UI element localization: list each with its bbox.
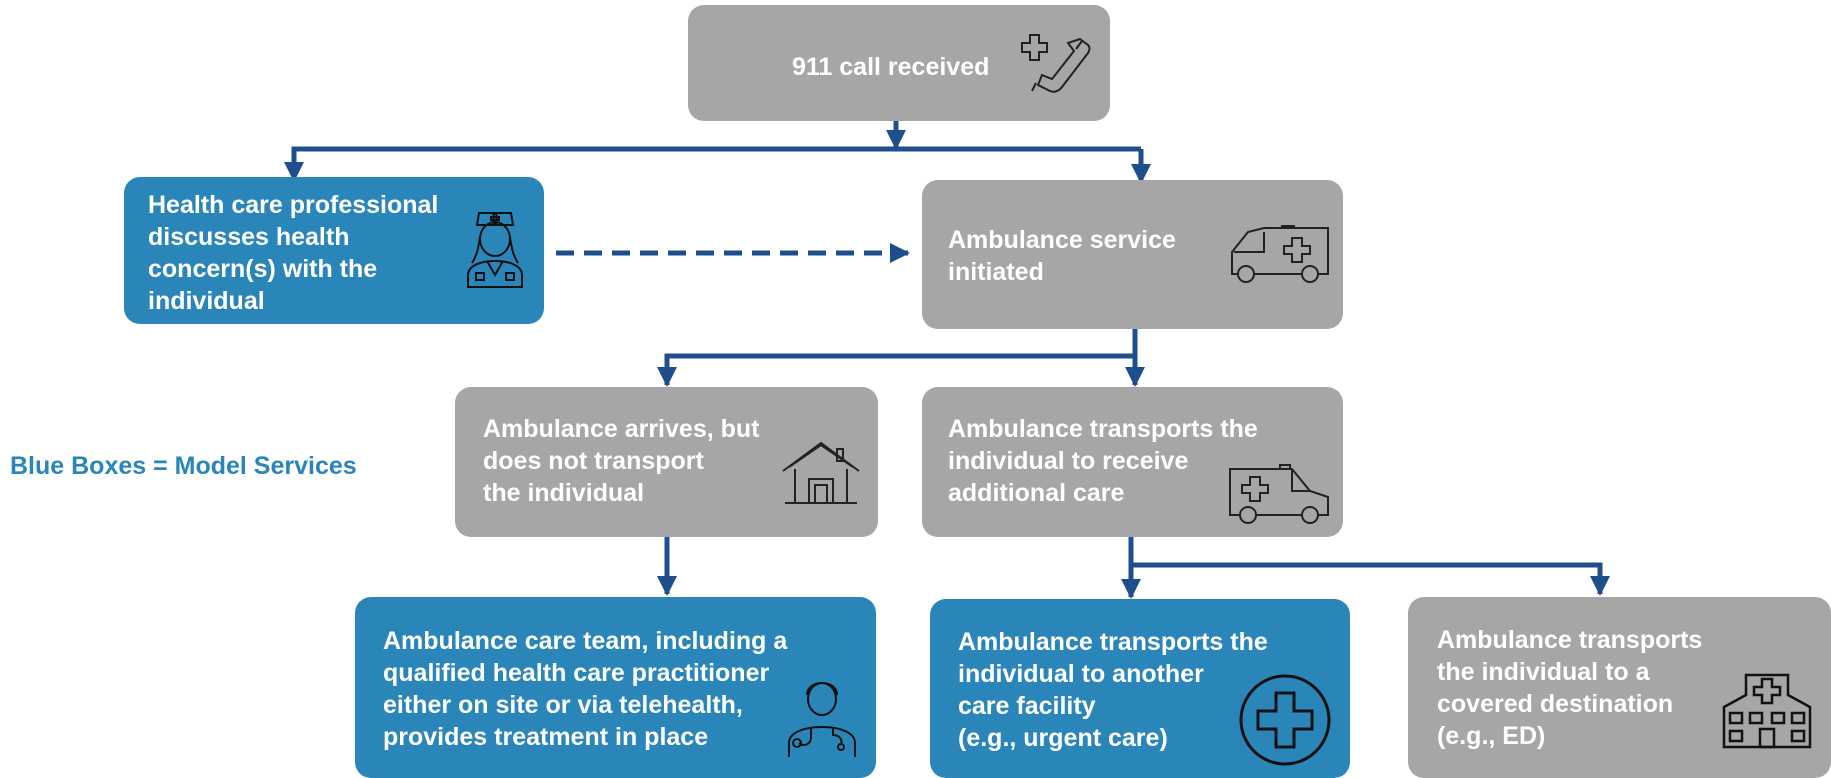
medical-cross-icon — [1238, 673, 1332, 767]
edge-call-to-hcp — [284, 146, 1141, 182]
node-label: Ambulance care team, including a qualifi… — [383, 627, 788, 751]
nurse-icon — [460, 209, 530, 289]
node-health-care-professional: Health care professional discusses healt… — [124, 177, 544, 324]
phone-with-cross-icon — [1018, 31, 1094, 99]
edge-transports-to-covered — [1131, 562, 1610, 596]
node-treatment-in-place: Ambulance care team, including a qualifi… — [355, 597, 876, 778]
node-another-care-facility: Ambulance transports the individual to a… — [930, 599, 1350, 778]
node-ambulance-transports: Ambulance transports the individual to r… — [922, 387, 1343, 537]
ambulance-icon — [1226, 225, 1330, 284]
ambulance-icon — [1228, 464, 1332, 524]
hospital-icon — [1720, 673, 1814, 749]
node-911-call-received: 911 call received — [688, 5, 1110, 121]
edge-initiated-to-no-transport — [657, 328, 1138, 387]
node-label: Ambulance transports the individual to a… — [958, 628, 1268, 752]
node-label: 911 call received — [792, 53, 990, 81]
node-covered-destination: Ambulance transports the individual to a… — [1408, 597, 1831, 778]
house-icon — [781, 441, 861, 505]
node-label: Ambulance transports the individual to a… — [1437, 626, 1703, 750]
doctor-icon — [785, 673, 859, 757]
node-ambulance-does-not-transport: Ambulance arrives, but does not transpor… — [455, 387, 878, 537]
node-label: Ambulance service initiated — [948, 226, 1176, 286]
node-ambulance-service-initiated: Ambulance service initiated — [922, 180, 1343, 329]
node-label: Health care professional discusses healt… — [148, 191, 439, 315]
legend-blue-boxes: Blue Boxes = Model Services — [10, 452, 357, 480]
node-label: Ambulance transports the individual to r… — [948, 415, 1258, 507]
node-label: Ambulance arrives, but does not transpor… — [483, 415, 760, 507]
